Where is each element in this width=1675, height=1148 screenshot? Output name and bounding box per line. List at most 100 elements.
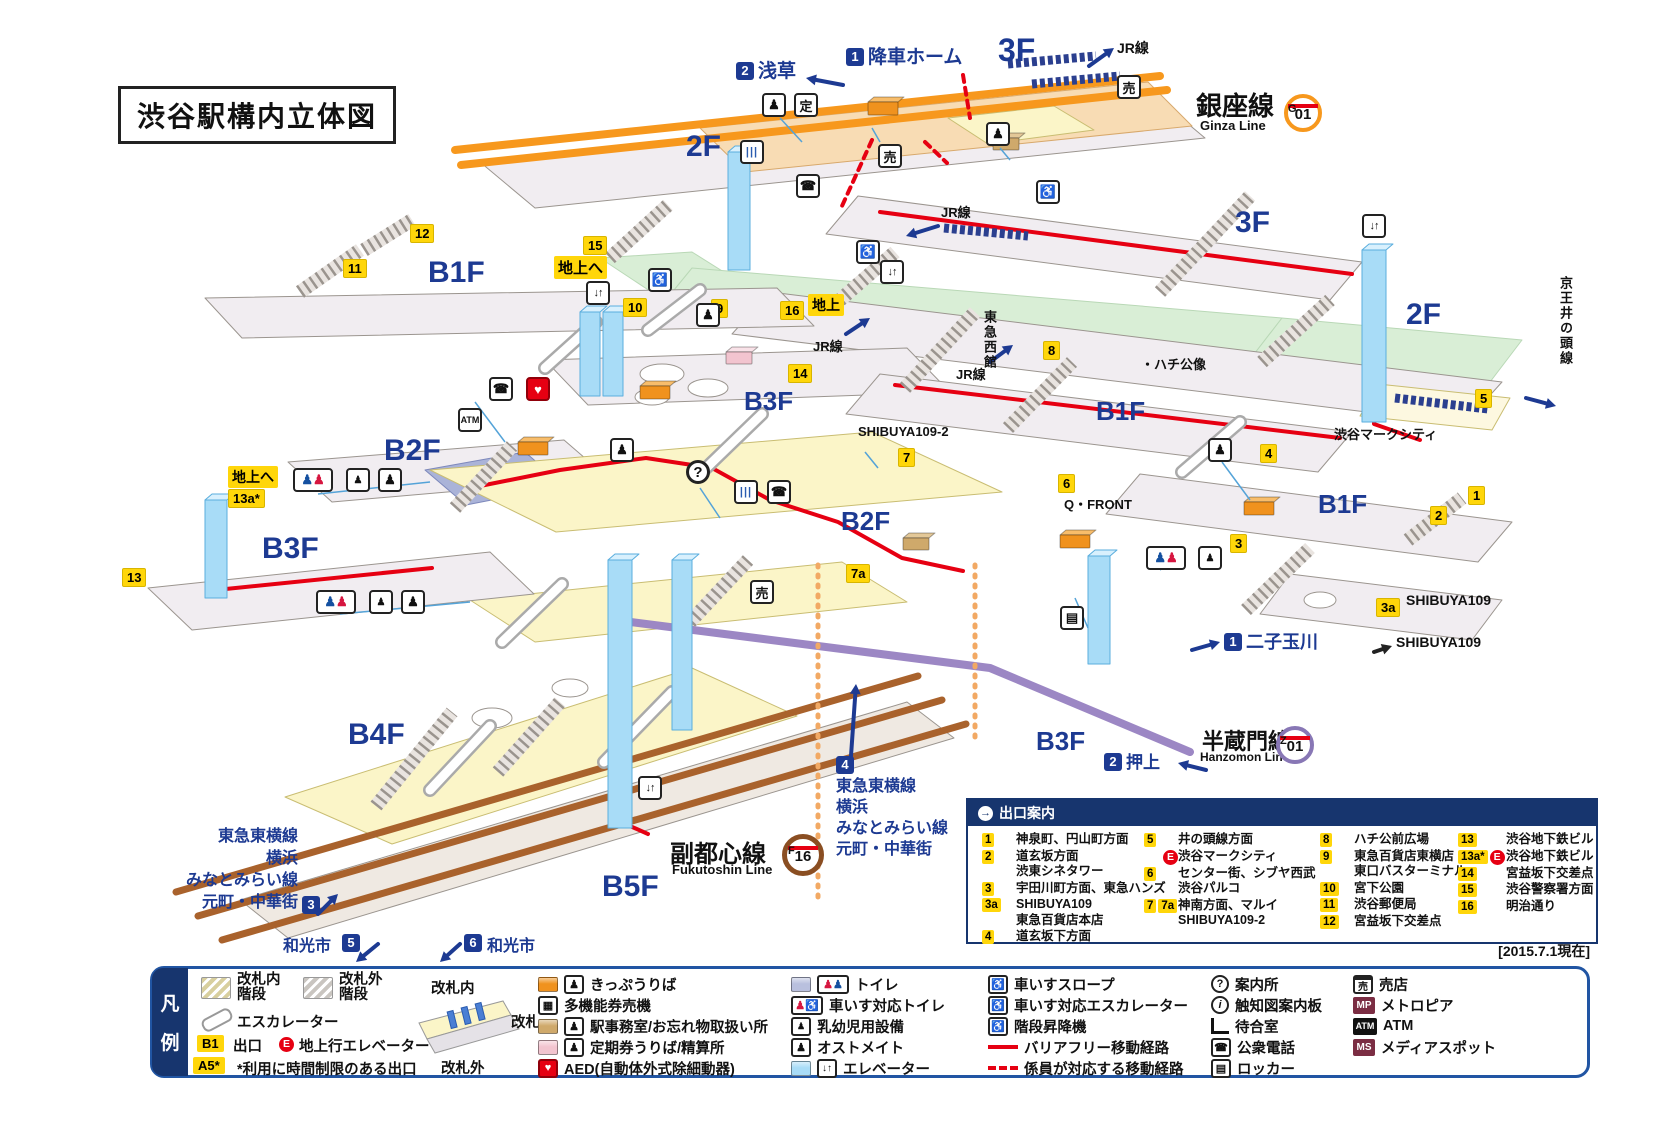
elevator-icon: ↓↑	[817, 1058, 837, 1078]
legend-item-label: 係員が対応する移動経路	[1024, 1061, 1184, 1078]
elevator-icon: ↓↑	[586, 281, 610, 305]
leader-line	[317, 481, 431, 495]
legend-item: ♟♟トイレ	[791, 974, 945, 994]
exit-13a-badge: 13a*	[1458, 849, 1488, 864]
stairs	[1241, 542, 1315, 616]
ticket-gate-icon: |||	[740, 140, 764, 164]
direction-arrow-head	[1208, 639, 1220, 651]
legend-column: ♟♟トイレ♟♿車いす対応トイレ♟乳幼児用設備♟オストメイト↓↑エレベーター	[791, 974, 945, 1078]
gate-inside-label: 改札内	[431, 981, 475, 997]
elevator-icon: ↓↑	[1362, 214, 1386, 238]
escalator-label: エスカレーター	[237, 1015, 339, 1031]
tokyu-west-building-label: 東急西館	[982, 310, 997, 370]
legend-item-label: メトロピア	[1381, 998, 1454, 1015]
stairs	[1154, 191, 1256, 297]
fukutoshin-line-name: 副都心線	[670, 841, 766, 868]
exit-6-badge: 6	[1058, 474, 1076, 493]
exit-6-badge-blue: 6	[464, 934, 482, 952]
legend-item-label: 車いす対応エスカレーター	[1014, 998, 1188, 1015]
stairs	[360, 214, 416, 256]
exit-4-badge: 4	[982, 930, 995, 944]
ostomate-icon: ♟	[791, 1037, 811, 1057]
exit-15-badge: 15	[583, 236, 608, 255]
paid-area-3f	[947, 105, 1095, 145]
jr-line-label: JR線	[1117, 40, 1149, 56]
direction-arrow	[1087, 51, 1108, 68]
jr-line-label: JR線	[941, 205, 971, 220]
station-office-icon: ♟	[401, 590, 425, 614]
floor-label-b3f-mid: B3F	[744, 386, 794, 416]
legend-item-label: きっぷうりば	[590, 977, 677, 994]
direction-arrow	[1190, 642, 1213, 652]
elevator-shaft	[607, 559, 633, 829]
fukutoshin-line-symbol: F 16	[782, 834, 824, 876]
direction-arrow-head	[858, 318, 870, 329]
facility-cube	[639, 380, 677, 387]
direction-arrow	[988, 348, 1007, 364]
tokyu-toyoko-direction-mid: 4 東急東横線 横浜 みなとみらい線 元町・中華街	[836, 756, 949, 858]
jr-line-label: JR線	[813, 339, 843, 354]
public-phone-icon: ☎	[796, 174, 820, 198]
limited-exit-label: *利用に時間制限のある出口	[237, 1062, 417, 1078]
exit-14-badge: 14	[1458, 866, 1477, 881]
elevator-icon: ↓↑	[638, 776, 662, 800]
toilet-icon: ♟♟	[293, 468, 333, 492]
direction-arrow-head	[356, 951, 368, 962]
ticket-machine-icon: ▦	[538, 995, 558, 1015]
direction-arrow-head	[806, 74, 817, 86]
exit-destination: 東急百貨店本店	[1016, 912, 1104, 927]
legend-item-label: AED(自動体外式除細動器)	[564, 1061, 735, 1078]
facility-cube	[791, 976, 811, 992]
exit-16-badge: 16	[780, 301, 805, 320]
stairs-outside-gate-icon	[303, 977, 333, 999]
exit-label: 出口	[233, 1039, 262, 1055]
ticket-office-icon: ♟	[610, 438, 634, 462]
hanzomon-line-name-en: Hanzomon Line	[1200, 750, 1290, 764]
legend-item-label: トイレ	[855, 977, 899, 994]
ground-label: 地上	[808, 294, 844, 316]
kiosk-icon: 売	[750, 580, 774, 604]
toilet-icon: ♟♟	[316, 590, 356, 614]
direction-arrow-head	[1178, 760, 1190, 771]
legend-item-label: 多機能券売機	[564, 998, 651, 1015]
exit-7-badge: 7	[898, 448, 916, 467]
exit-5-badge: 5	[1475, 389, 1493, 408]
shibuya109-label: SHIBUYA109	[1396, 634, 1482, 650]
stairs	[449, 441, 518, 513]
leader-line	[699, 487, 721, 519]
wakoshi-direction-label: 和光市	[283, 938, 332, 955]
hachiko-statue-label: ・ハチ公像	[1141, 357, 1207, 372]
exit-5-badge: 5	[1144, 833, 1157, 847]
legend-item-label: 階段昇降機	[1014, 1019, 1087, 1036]
public-phone-icon: ☎	[767, 480, 791, 504]
stair-lift-icon: ♿	[988, 1016, 1008, 1036]
jr-train-platform	[1031, 71, 1121, 89]
exit-8-badge: 8	[1320, 833, 1333, 847]
stairs-outside-gate-label: 改札外階段	[339, 972, 383, 1003]
floor-label-b2f-left: B2F	[384, 434, 441, 467]
exit-2-badge: 2	[1430, 506, 1448, 525]
floor-label-b4f: B4F	[348, 718, 405, 751]
direction-arrow-head	[1102, 48, 1114, 59]
exit-destination: 宇田川町方面、東急ハンズ	[1016, 880, 1166, 895]
to-ground-label: 地上へ	[228, 466, 278, 488]
exit-10-badge: 10	[623, 298, 648, 317]
public-phone-icon: ☎	[489, 377, 513, 401]
wheelchair-escalator-icon: ♿	[988, 995, 1008, 1015]
direction-arrow	[1185, 763, 1208, 772]
pass-office-icon: ♟	[564, 1037, 584, 1057]
legend-item: ♟乳幼児用設備	[791, 1016, 945, 1036]
exit-3-badge: 3	[982, 881, 995, 896]
floor-label-b1f-mid: B1F	[1096, 396, 1146, 426]
exit-destination: 渋谷地下鉄ビル	[1506, 848, 1594, 863]
stairs	[1257, 294, 1335, 368]
elevator-shaft	[204, 499, 228, 599]
direction-arrow-head	[1380, 643, 1392, 655]
